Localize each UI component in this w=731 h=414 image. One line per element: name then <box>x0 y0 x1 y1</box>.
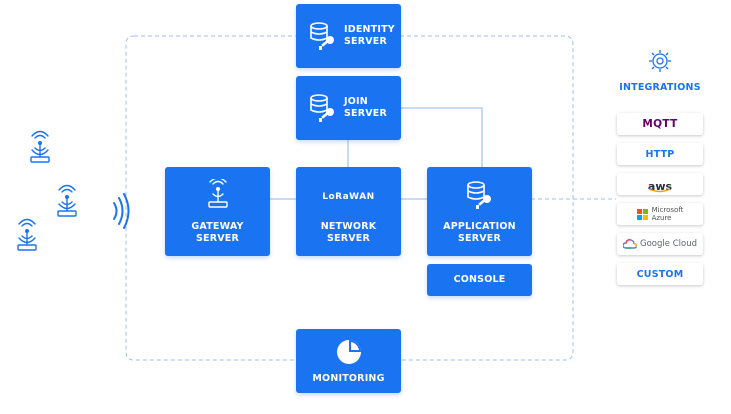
database-key-icon <box>310 22 334 50</box>
monitoring-label: MONITORING <box>312 373 385 384</box>
integrations-title: INTEGRATIONS <box>619 82 701 93</box>
google-cloud-label: Google Cloud <box>640 239 697 249</box>
join-server-label-2: SERVER <box>344 108 388 119</box>
identity-server-box[interactable]: IDENTITY SERVER <box>296 4 401 68</box>
system-boundary <box>125 35 574 361</box>
http-pill[interactable]: HTTP <box>617 143 703 165</box>
antenna-icon <box>208 179 228 208</box>
aws-logo: aws <box>648 175 672 193</box>
database-key-icon <box>310 94 334 122</box>
mqtt-logo: MQTT <box>642 118 678 130</box>
gear-icon <box>649 50 671 72</box>
application-server-label-2: SERVER <box>457 233 501 244</box>
application-server-label-1: APPLICATION <box>443 221 516 232</box>
identity-server-label-2: SERVER <box>344 36 388 47</box>
azure-label-1: Microsoft <box>651 206 684 214</box>
database-key-icon <box>467 181 491 209</box>
monitoring-box[interactable]: MONITORING <box>296 329 401 393</box>
console-box[interactable]: CONSOLE <box>427 264 532 296</box>
gateway-server-label-1: GATEWAY <box>191 221 244 232</box>
aws-smile-icon <box>648 188 671 193</box>
join-server-label-1: JOIN <box>344 96 368 107</box>
aws-text: aws <box>647 180 673 193</box>
custom-label: CUSTOM <box>636 268 684 280</box>
aws-pill[interactable]: aws <box>617 173 703 195</box>
signal-waves-icon <box>113 193 130 229</box>
application-server-box[interactable]: APPLICATION SERVER <box>427 167 532 256</box>
gateway-server-label-2: SERVER <box>195 233 239 244</box>
pie-chart-icon <box>337 340 361 364</box>
network-server-label-1: NETWORK <box>320 221 377 232</box>
antenna-icon <box>57 184 77 217</box>
gateway-server-box[interactable]: GATEWAY SERVER <box>165 167 270 256</box>
azure-pill[interactable]: Microsoft Azure <box>617 203 703 225</box>
antenna-icon <box>30 130 50 163</box>
network-server-label-2: SERVER <box>326 233 370 244</box>
custom-pill[interactable]: CUSTOM <box>617 263 703 285</box>
google-cloud-pill[interactable]: Google Cloud <box>617 233 703 255</box>
google-cloud-icon <box>623 239 638 249</box>
console-label: CONSOLE <box>453 274 506 285</box>
join-server-box[interactable]: JOIN SERVER <box>296 76 401 140</box>
microsoft-logo-icon <box>636 208 648 220</box>
identity-server-label-1: IDENTITY <box>344 24 395 35</box>
http-label: HTTP <box>645 148 675 160</box>
antenna-icon <box>17 218 37 251</box>
lorawan-logo: LoRaWAN <box>322 192 375 202</box>
azure-label-2: Azure <box>651 214 672 222</box>
mqtt-pill[interactable]: MQTT <box>617 113 703 135</box>
join-application-link <box>401 107 483 167</box>
network-server-box[interactable]: LoRaWAN NETWORK SERVER <box>296 167 401 256</box>
